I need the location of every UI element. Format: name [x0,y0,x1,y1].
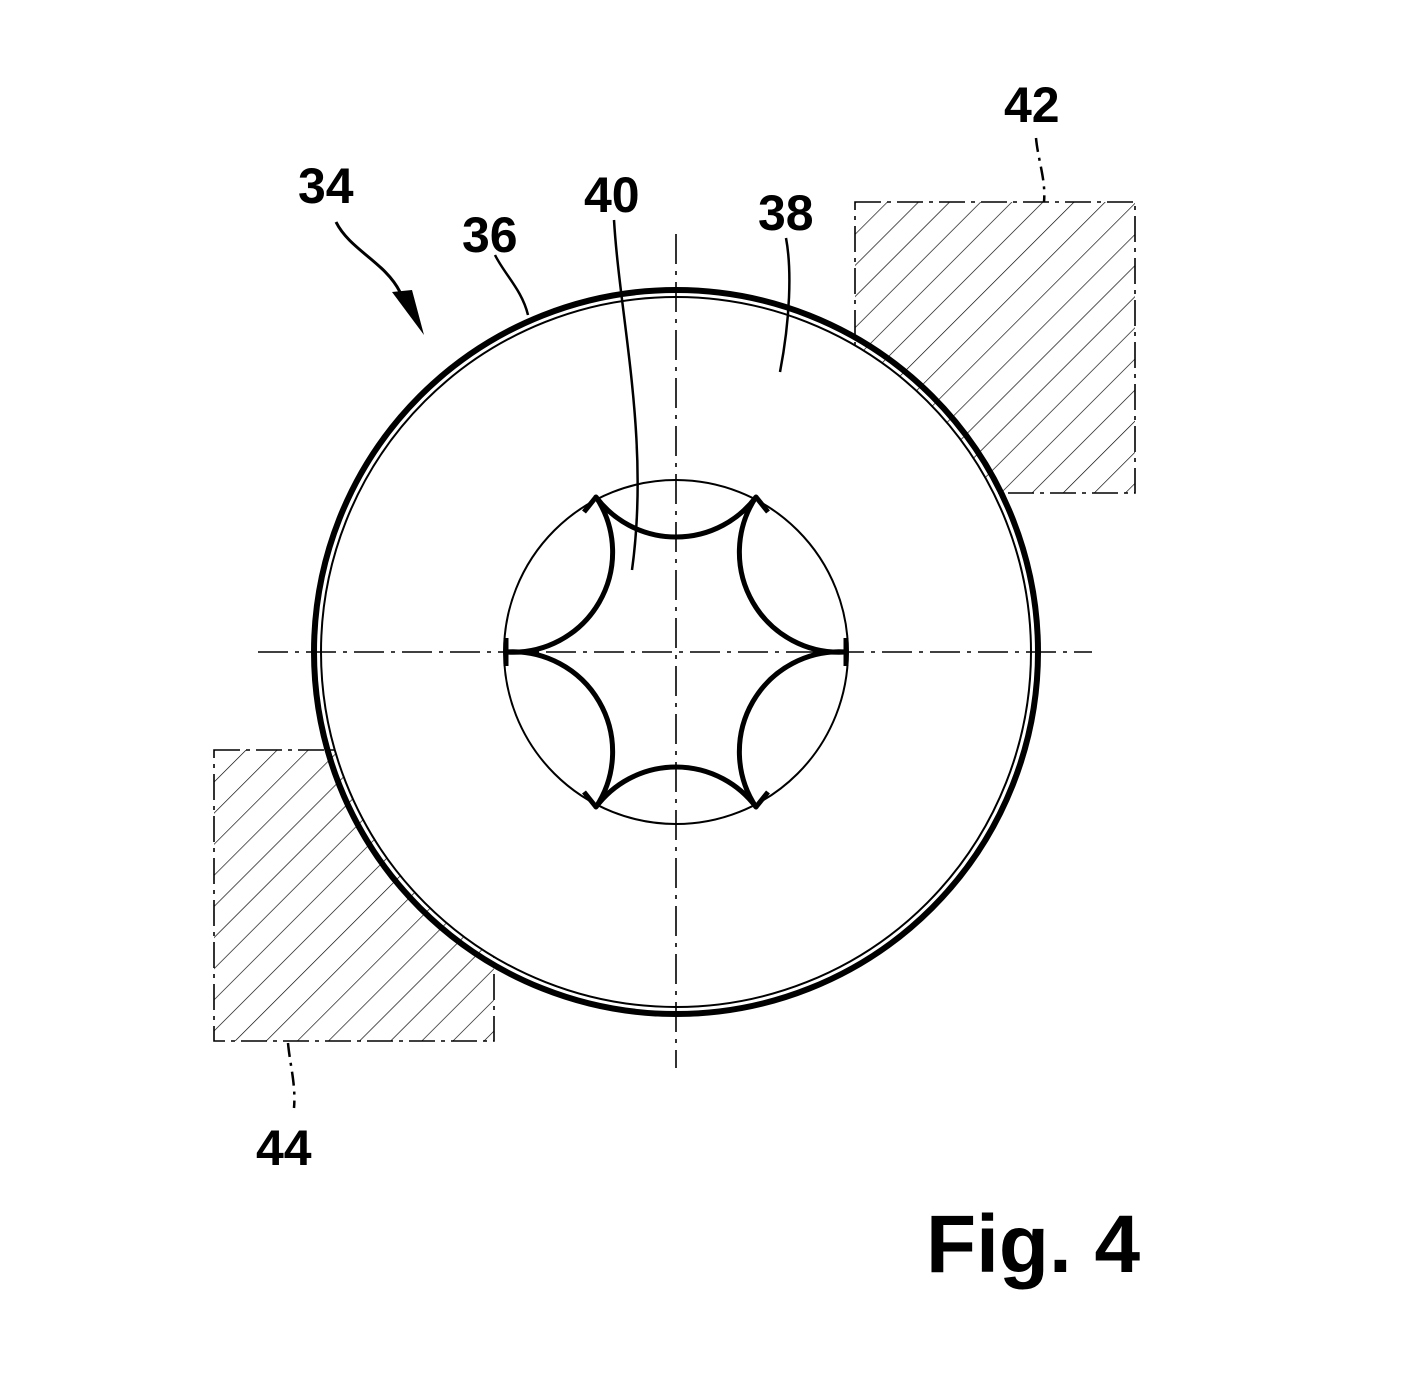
leader-38 [778,237,791,373]
figure-caption: Fig. 4 [926,1199,1141,1290]
label-34: 34 [298,158,354,214]
centre-lines [258,234,1092,1068]
leader-42 [1034,137,1046,203]
label-38: 38 [758,185,814,241]
label-42: 42 [1004,77,1060,133]
leader-36 [493,254,530,316]
leader-40 [612,219,639,571]
label-36: 36 [462,207,518,263]
arrowhead-34 [392,290,424,335]
label-44: 44 [256,1120,312,1176]
label-40: 40 [584,167,640,223]
leader-34 [334,221,402,293]
leader-44 [286,1042,296,1109]
